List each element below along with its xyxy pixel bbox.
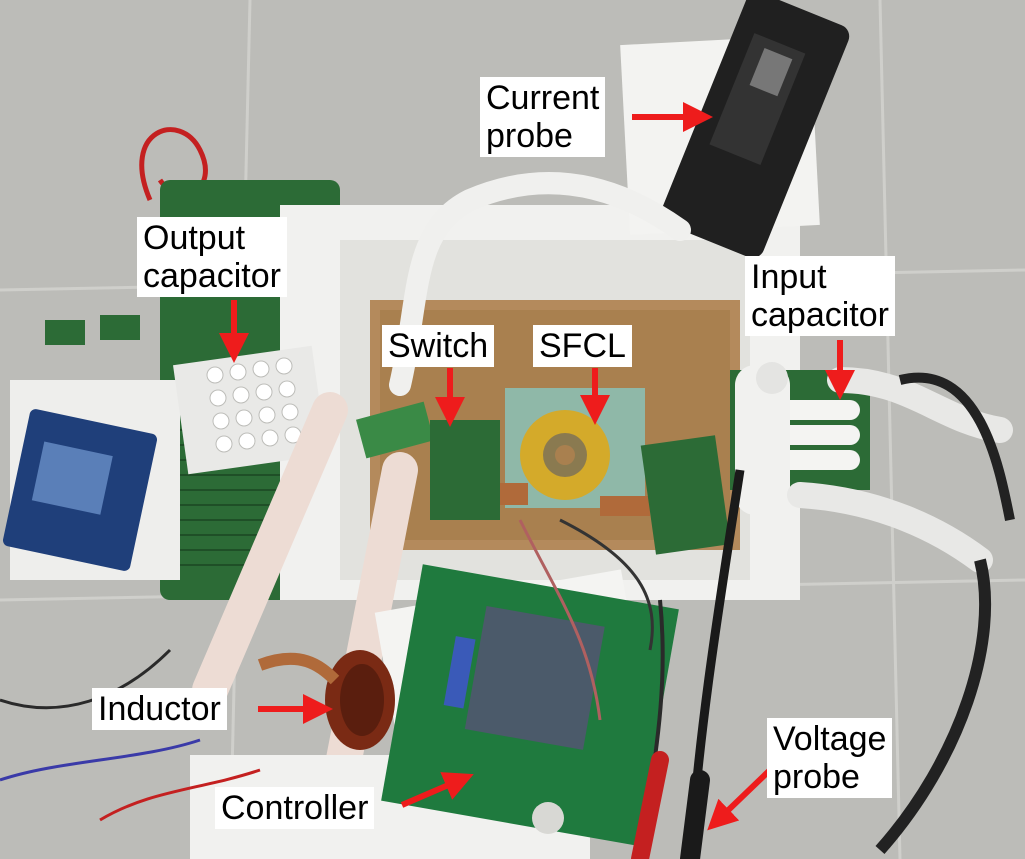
controller-label: Controller — [215, 787, 375, 829]
inductor-label: Inductor — [92, 688, 227, 730]
current-probe-device — [660, 0, 850, 258]
controller-board — [381, 564, 679, 846]
output-capacitor-label: Output capacitor — [137, 217, 287, 297]
inductor-component — [257, 650, 395, 750]
output-capacitor-bank — [173, 345, 327, 475]
switch-board — [430, 420, 500, 520]
input-capacitor-label: Input capacitor — [745, 256, 895, 336]
switch-label: Switch — [382, 325, 495, 367]
sfcl-label: SFCL — [533, 325, 632, 367]
input-capacitor-bank — [730, 362, 870, 515]
voltage-probe-label: Voltage probe — [767, 718, 893, 798]
current-probe-label: Current probe — [480, 77, 606, 157]
